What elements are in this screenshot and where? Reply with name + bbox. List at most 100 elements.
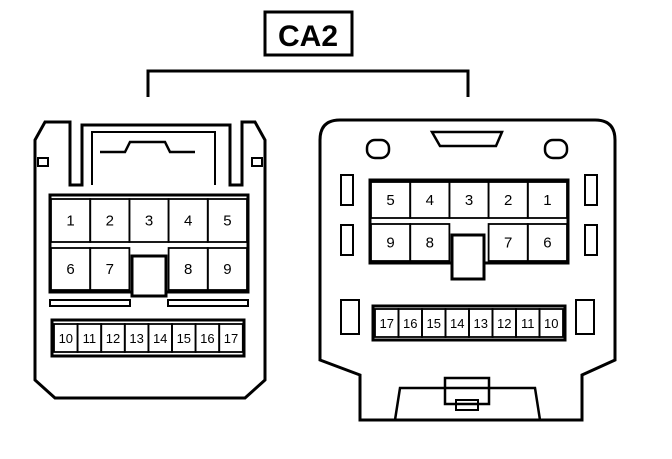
left-pin-label: 17 — [224, 331, 238, 346]
left-latch-lock — [100, 140, 195, 154]
right-lower-pin-block — [371, 304, 567, 342]
left-lower-pin-block — [50, 318, 246, 358]
diagram-title: CA2 — [278, 20, 338, 53]
left-side-rib-upper — [340, 174, 354, 206]
left-connector-housing — [33, 120, 267, 400]
right-pin-cell: 8 — [409, 223, 451, 262]
left-pin-cell: 12 — [100, 323, 126, 353]
left-pin-cell: 3 — [128, 198, 170, 243]
right-guide-notch — [251, 157, 263, 167]
left-lower-rib — [340, 299, 360, 335]
right-pin-label: 5 — [386, 192, 394, 209]
right-pin-label: 1 — [543, 192, 551, 209]
right-mount-hole — [543, 138, 569, 160]
right-pin-cell: 6 — [526, 223, 568, 262]
right-pin-label: 2 — [504, 192, 512, 209]
right-pin-label: 16 — [403, 316, 417, 331]
left-pin-box — [218, 323, 244, 353]
right-pin-label: 13 — [474, 316, 488, 331]
left-pin-cell: 11 — [76, 323, 103, 353]
left-pin-cell: 17 — [218, 323, 244, 353]
right-pin-cell: 3 — [448, 181, 490, 219]
right-pin-cell: 14 — [444, 308, 470, 338]
right-pin-cell: 13 — [468, 308, 494, 338]
left-pin-label: 3 — [145, 213, 153, 230]
bottom-latch-notch — [455, 399, 479, 411]
left-pin-label: 10 — [59, 331, 73, 346]
right-pin-label: 12 — [497, 316, 511, 331]
left-pin-label: 12 — [106, 331, 120, 346]
left-pin-cell: 1 — [50, 198, 92, 243]
right-pin-cell: 2 — [487, 181, 529, 219]
right-key-slot — [450, 233, 486, 281]
right-pin-cell: 17 — [374, 308, 400, 338]
left-pin-cell: 2 — [89, 198, 131, 243]
right-pin-cell: 7 — [487, 223, 529, 262]
left-pin-box — [206, 198, 248, 243]
right-pin-box — [526, 223, 568, 262]
right-pin-cell: 1 — [526, 181, 568, 219]
right-pin-label: 17 — [380, 316, 394, 331]
left-pin-label: 2 — [106, 213, 114, 230]
left-side-rib-lower — [340, 224, 354, 256]
right-lower-rib — [575, 299, 595, 335]
right-side-rib-lower — [584, 224, 598, 256]
left-pin-cell: 5 — [206, 198, 248, 243]
left-pin-cell: 9 — [206, 247, 248, 291]
bottom-latch-frame — [393, 386, 542, 421]
left-pin-label: 4 — [184, 213, 192, 230]
left-pin-label: 13 — [129, 331, 143, 346]
right-pin-cell: 11 — [515, 308, 541, 338]
left-mount-hole — [365, 138, 391, 160]
right-pin-label: 10 — [544, 316, 558, 331]
right-pin-box — [538, 308, 564, 338]
title-box — [263, 10, 354, 57]
left-pin-label: 7 — [106, 261, 114, 278]
right-pin-label: 9 — [386, 235, 394, 252]
left-pin-cell: 4 — [167, 198, 209, 243]
right-separator-bar — [167, 299, 249, 307]
right-pin-label: 6 — [543, 235, 551, 252]
left-pin-box — [89, 247, 131, 291]
left-pin-label: 11 — [83, 331, 97, 346]
left-pin-cell: 10 — [53, 323, 79, 353]
left-latch-frame — [91, 131, 216, 185]
left-pin-label: 1 — [66, 213, 74, 230]
right-pin-cell: 4 — [409, 181, 451, 219]
right-side-rib-upper — [584, 174, 598, 206]
top-lock-tab — [429, 130, 504, 148]
title-bracket — [146, 69, 470, 97]
right-pin-label: 11 — [521, 316, 535, 331]
left-guide-notch — [37, 157, 49, 167]
right-pin-cell: 16 — [397, 308, 423, 338]
right-pin-label: 8 — [426, 235, 434, 252]
left-pin-cell: 14 — [147, 323, 173, 353]
left-pin-label: 6 — [66, 261, 74, 278]
right-pin-cell: 5 — [370, 181, 412, 219]
right-connector-housing — [318, 118, 617, 422]
left-key-slot — [130, 254, 168, 298]
right-pin-cell: 12 — [491, 308, 517, 338]
right-pin-box — [409, 223, 451, 262]
left-pin-label: 8 — [184, 261, 192, 278]
left-separator-bar — [49, 299, 131, 307]
right-pin-cell: 10 — [538, 308, 564, 338]
right-pin-cell: 15 — [421, 308, 447, 338]
left-pin-cell: 6 — [50, 247, 92, 291]
bottom-latch-tab — [443, 376, 491, 406]
right-pin-label: 14 — [450, 316, 464, 331]
left-pin-cell: 7 — [89, 247, 131, 291]
right-pin-box — [526, 181, 568, 219]
left-pin-label: 15 — [177, 331, 191, 346]
left-pin-label: 9 — [223, 261, 231, 278]
left-pin-cell: 15 — [171, 323, 197, 353]
left-pin-label: 5 — [223, 213, 231, 230]
left-pin-label: 14 — [153, 331, 167, 346]
right-pin-label: 7 — [504, 235, 512, 252]
right-pin-cell: 9 — [370, 223, 412, 262]
